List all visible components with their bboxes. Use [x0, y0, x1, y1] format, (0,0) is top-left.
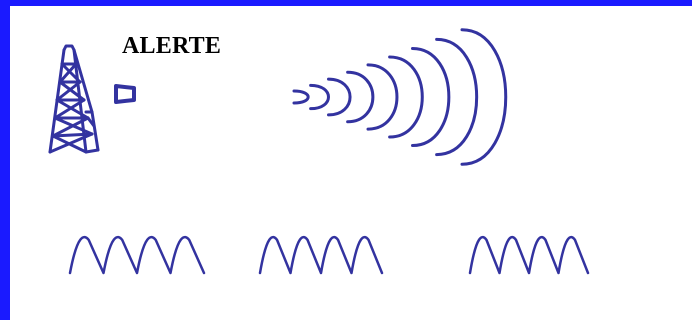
emitter-icon: [114, 84, 136, 104]
received-wave-group: [468, 235, 590, 275]
emitted-wave-arc: [460, 28, 508, 166]
received-wave-group: [258, 235, 384, 275]
emitted-waves: [292, 28, 508, 166]
alert-label: ALERTE: [122, 33, 222, 59]
radio-tower-icon: [48, 44, 100, 154]
emitted-wave-arc: [327, 77, 352, 117]
emitted-wave-arc: [292, 89, 310, 105]
received-wave-group: [68, 235, 206, 275]
emitted-wave-arc: [309, 83, 330, 111]
received-waves: [68, 235, 590, 275]
emitted-wave-arc: [366, 63, 399, 131]
emitted-wave-arc: [435, 37, 478, 157]
emitted-wave-arc: [388, 55, 424, 139]
emitted-wave-arc: [411, 46, 451, 148]
emitted-wave-arc: [346, 70, 375, 124]
